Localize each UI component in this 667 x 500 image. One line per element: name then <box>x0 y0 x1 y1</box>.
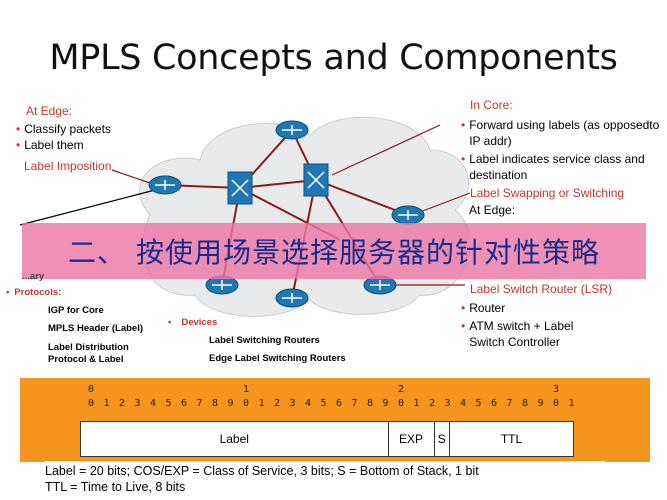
list-item: •Router <box>461 301 506 315</box>
bit-index: 7 <box>506 398 513 409</box>
bit-index: 4 <box>459 398 467 409</box>
bit-tens: 2 <box>397 384 405 395</box>
router-icon <box>391 205 425 225</box>
banner-text: 二、 按使用场景选择服务器的针对性策略 <box>68 236 600 269</box>
bit-index: 5 <box>320 398 327 409</box>
switch-icon <box>303 163 329 197</box>
right-heading: In Core: <box>470 98 513 112</box>
bit-index: 4 <box>149 398 157 409</box>
bit-index: 2 <box>273 398 281 409</box>
list-item: •ATM switch + Label Switch Controller <box>461 319 574 349</box>
callout-arrows <box>111 124 471 286</box>
list-item: •Forward using labels (as opposedto IP a… <box>461 118 660 148</box>
bit-index: 0 <box>552 398 560 409</box>
page-title: MPLS Concepts and Components <box>49 38 618 78</box>
list-item: •Label them <box>16 138 84 152</box>
protocol-item: Label Distribution Protocol & Label <box>48 342 129 365</box>
list-item: •Label indicates service class and desti… <box>461 152 645 182</box>
protocol-item: MPLS Header (Label) <box>48 323 144 334</box>
bit-index: 0 <box>397 398 405 409</box>
router-icon <box>275 120 309 140</box>
left-heading: At Edge: <box>26 104 73 118</box>
bit-index: 8 <box>521 398 529 409</box>
bit-index: 7 <box>196 398 203 409</box>
bit-index: 1 <box>413 398 420 409</box>
device-item: Edge Label Switching Routers <box>209 353 346 364</box>
bit-index: 1 <box>568 398 575 409</box>
bit-index: 2 <box>118 398 126 409</box>
bit-index: 2 <box>428 398 436 409</box>
header-field-exp: EXP <box>389 422 435 456</box>
router-icon <box>363 275 397 295</box>
bit-index: 3 <box>444 398 451 409</box>
bit-index: 3 <box>289 398 296 409</box>
footer-line: Label = 20 bits; COS/EXP = Class of Serv… <box>45 464 479 478</box>
bit-index: 6 <box>180 398 188 409</box>
router-icon <box>275 288 309 308</box>
bit-tens: 1 <box>242 384 250 395</box>
bit-index: 0 <box>87 398 95 409</box>
bit-index: 9 <box>227 398 234 409</box>
label-swapping-label: Label Swapping or Switching <box>470 186 625 200</box>
bit-index: 8 <box>366 398 374 409</box>
bit-index: 0 <box>242 398 250 409</box>
chinese-banner: 二、 按使用场景选择服务器的针对性策略 <box>22 223 646 279</box>
bit-index: 9 <box>537 398 544 409</box>
list-item: •Classify packets <box>16 122 111 136</box>
bit-tens: 0 <box>87 384 95 395</box>
partial-summary-label: ...ary <box>22 271 45 282</box>
footer-note: Label = 20 bits; COS/EXP = Class of Serv… <box>45 461 605 495</box>
bit-index: 9 <box>382 398 389 409</box>
right-edge-heading: At Edge: <box>469 203 516 217</box>
devices-heading: •Devices <box>168 317 218 328</box>
header-field-label: Label <box>81 422 389 456</box>
header-field-s: S <box>435 422 450 456</box>
callout-line <box>19 189 156 226</box>
bit-index: 6 <box>490 398 498 409</box>
bit-tens: 3 <box>552 384 560 395</box>
bit-index: 8 <box>211 398 219 409</box>
right-bullet-list: •Forward using labels (as opposedto IP a… <box>461 117 661 183</box>
label-imposition-label: Label Imposition <box>24 159 112 173</box>
bit-index: 6 <box>335 398 343 409</box>
lsr-bullet-list: •Router •ATM switch + Label Switch Contr… <box>461 300 661 350</box>
bit-index: 3 <box>134 398 141 409</box>
left-bullet-list: •Classify packets •Label them <box>16 121 111 153</box>
switch-icon <box>227 171 253 205</box>
bit-index: 4 <box>304 398 312 409</box>
header-field-ttl: TTL <box>500 432 523 446</box>
router-icon <box>148 175 182 195</box>
bit-index: 5 <box>165 398 172 409</box>
device-item: Label Switching Routers <box>209 335 320 346</box>
bit-index: 7 <box>351 398 358 409</box>
lsr-heading: Label Switch Router (LSR) <box>470 282 613 296</box>
protocol-item: IGP for Core <box>48 305 104 316</box>
bit-index: 1 <box>258 398 265 409</box>
protocols-heading: •Protocols: <box>6 287 62 298</box>
bit-index: 1 <box>103 398 110 409</box>
footer-line: TTL = Time to Live, 8 bits <box>45 480 186 494</box>
bit-index: 5 <box>475 398 482 409</box>
